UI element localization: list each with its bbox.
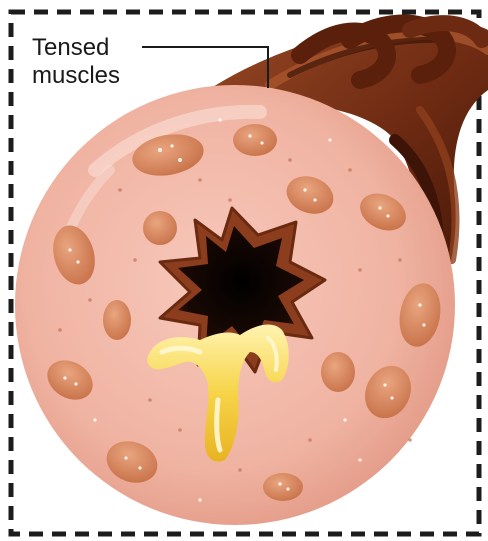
tissue-cell: [143, 211, 177, 245]
tissue-cell: [321, 352, 355, 392]
label-line-2: muscles: [32, 62, 120, 89]
tissue-cell: [233, 124, 277, 156]
tensed-muscles-label: Tensed muscles: [32, 34, 120, 90]
label-line-1: Tensed: [32, 34, 109, 61]
tissue-cell: [103, 300, 131, 340]
tissue-cell: [263, 473, 303, 501]
